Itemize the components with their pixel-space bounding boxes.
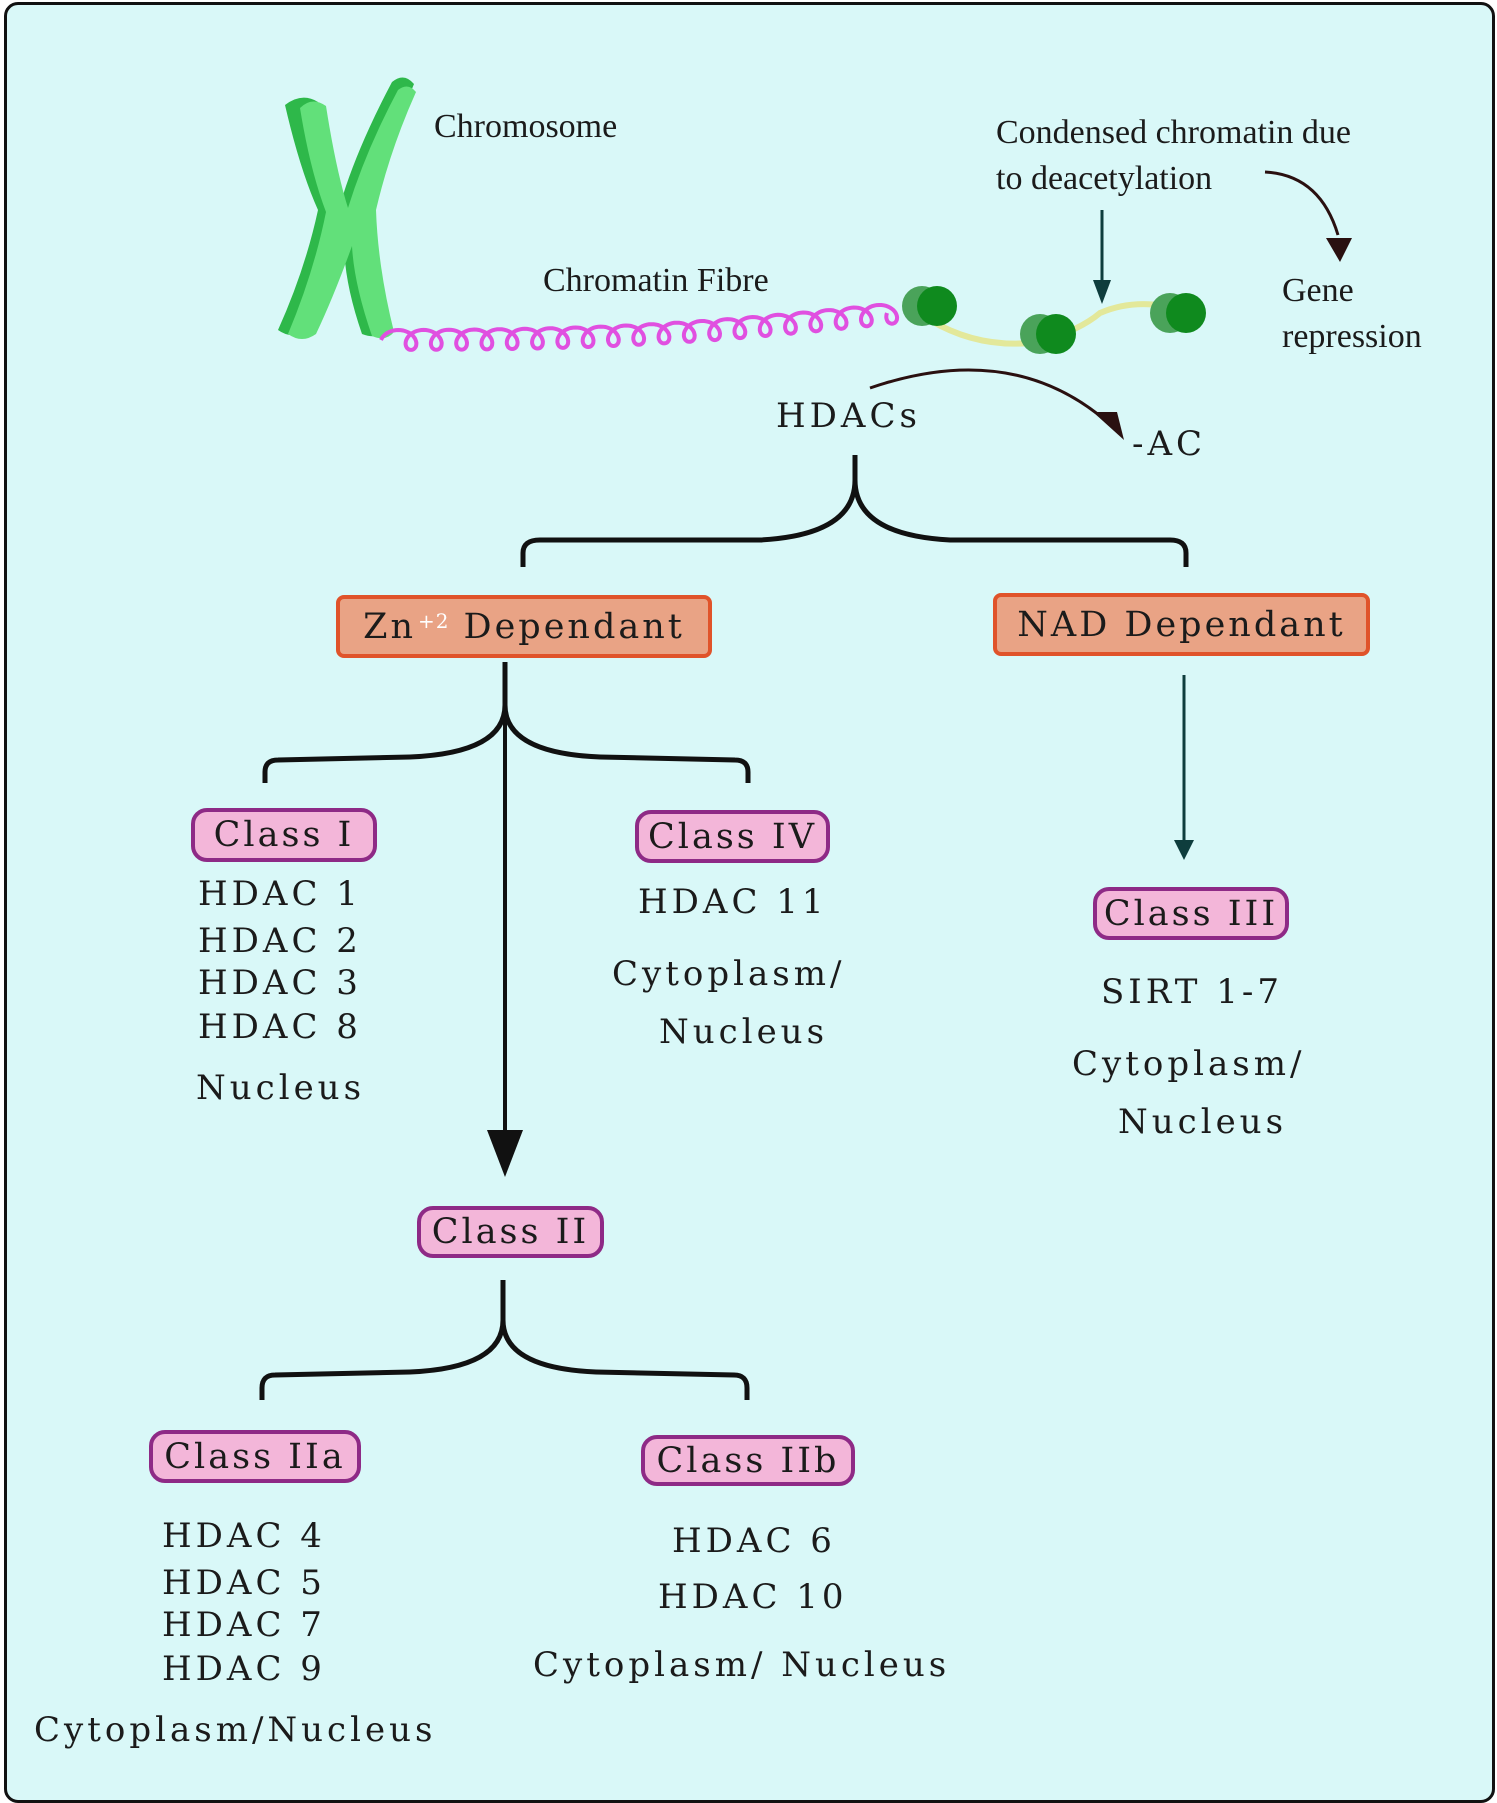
class-i-label: Class I [213,815,355,855]
hdacs-brace [520,455,1189,567]
zn-prefix: Zn [363,606,417,647]
class-iia-location: Cytoplasm/Nucleus [34,1710,437,1750]
class-iii-arrow [1174,675,1194,860]
class-iia-member: HDAC 7 [162,1605,326,1645]
class-iib-location: Cytoplasm/ Nucleus [533,1645,951,1685]
class-i-location: Nucleus [196,1068,366,1108]
class-iv-box: Class IV [635,810,830,863]
acetyl-removal-arrow [869,368,1124,440]
class-iib-member: HDAC 6 [672,1521,836,1561]
deacetylation-arrow [1093,210,1111,304]
class-ii-box: Class II [417,1206,604,1258]
class-ii-label: Class II [431,1212,590,1252]
class-iii-location-line2: Nucleus [1118,1102,1288,1142]
class-iii-label: Class III [1103,893,1279,934]
class-iv-member: HDAC 11 [638,882,828,922]
gene-repression-label-line1: Gene [1282,272,1354,309]
chromatin-fibre-label: Chromatin Fibre [543,262,769,299]
class-ii-brace [259,1280,750,1400]
class-iia-label: Class IIa [164,1436,346,1477]
chromosome-label: Chromosome [434,108,618,145]
zn-dependant-box: Zn+2 Dependant [336,595,712,658]
nucleosomes-icon [902,286,1206,354]
chromatin-fibre [379,303,900,352]
class-iii-location-line1: Cytoplasm/ [1072,1044,1306,1084]
class-iib-box: Class IIb [641,1435,855,1486]
class-i-box: Class I [191,808,377,862]
hdacs-label: HDACs [776,396,921,436]
chromosome-icon [278,77,416,339]
class-iv-location-line1: Cytoplasm/ [612,954,846,994]
class-iia-member: HDAC 9 [162,1649,326,1689]
gene-repression-arrow [1264,170,1352,262]
class-iib-label: Class IIb [656,1440,840,1481]
class-iib-member: HDAC 10 [658,1577,848,1617]
zn-suffix: Dependant [463,606,685,647]
class-i-member: HDAC 3 [198,963,362,1003]
nad-label: NAD Dependant [1017,604,1346,645]
class-iv-label: Class IV [648,816,817,857]
class-iia-member: HDAC 5 [162,1563,326,1603]
class-iia-member: HDAC 4 [162,1516,326,1556]
class-i-member: HDAC 8 [198,1007,362,1047]
class-iv-location-line2: Nucleus [659,1012,829,1052]
class-iii-member: SIRT 1-7 [1101,972,1283,1012]
acetyl-group-label: -AC [1132,424,1207,464]
gene-repression-label-line2: repression [1282,318,1422,355]
condensed-chromatin-label-line1: Condensed chromatin due [996,114,1352,151]
class-i-member: HDAC 1 [198,874,362,914]
class-ii-arrow [487,680,523,1177]
nad-dependant-box: NAD Dependant [993,593,1370,656]
zn-brace [262,662,751,783]
class-i-member: HDAC 2 [198,921,362,961]
condensed-chromatin-label-line2: to deacetylation [996,160,1213,197]
class-iii-box: Class III [1093,887,1289,940]
zn-superscript: +2 [418,608,450,633]
class-iia-box: Class IIa [149,1430,361,1483]
